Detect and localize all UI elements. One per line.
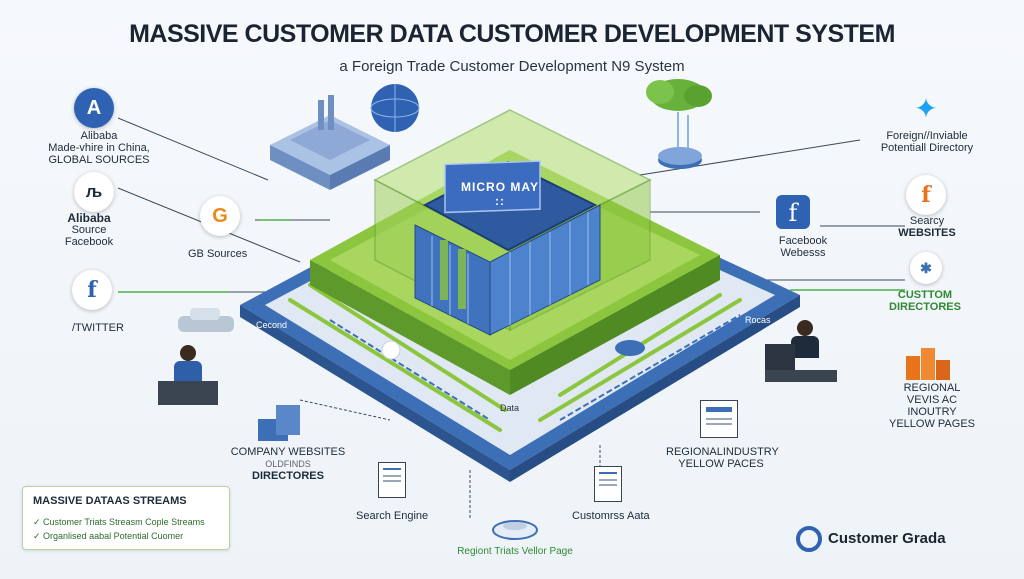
- platform-label-left: Cecond: [256, 320, 288, 330]
- data-label: Data: [500, 403, 520, 413]
- bottom-center-label: Regiont Triats Vellor Page: [457, 546, 573, 557]
- legend-title: MASSIVE DATAAS STREAMS: [33, 495, 187, 507]
- custom-directory-icon: ✱: [910, 252, 942, 284]
- twitter-bird-icon: ✦: [914, 93, 938, 124]
- company-websites-icon: [258, 405, 304, 441]
- search-websites-label: Searcy WEBSITES: [898, 215, 956, 239]
- search-website-icon: f: [906, 175, 946, 215]
- platform-label-right: Rocas: [745, 315, 771, 325]
- regional-industry-label: REGIONALINDUSTRY YELLOW PACES: [666, 446, 779, 470]
- legend-item: ✓ Customer Triats Streasm Cople Streams: [33, 517, 205, 527]
- legend-item: ✓ Organlised aabal Potential Cuomer: [33, 531, 184, 541]
- gb-sources-icon: G: [200, 196, 240, 236]
- customer-grada-logo-icon: [796, 526, 822, 552]
- custom-directories-label: CUSTTOM DIRECTORES: [889, 289, 961, 313]
- regional-building-icon: [906, 348, 950, 380]
- page-title: MASSIVE CUSTOMER DATA CUSTOMER DEVELOPME…: [129, 20, 895, 48]
- twitter-label: /TWITTER: [72, 322, 124, 334]
- facebook-icon: f: [72, 270, 112, 310]
- customer-data-label: Customrss Aata: [572, 510, 650, 522]
- search-engine-doc-icon: [378, 462, 406, 498]
- customer-data-doc-icon: [594, 466, 622, 502]
- person-at-desk-right-icon: [765, 320, 837, 382]
- facebook-square-icon: f: [776, 195, 810, 229]
- brand-name: Customer Grada: [828, 530, 946, 547]
- foreign-directory-label: Foreign//Inviable Potentiall Directory: [880, 130, 974, 154]
- regional-industry-doc-icon: [700, 400, 738, 438]
- alibaba-logo-icon: A: [74, 88, 114, 128]
- alibaba-label-block: Alibaba Made-vhire in China, GLOBAL SOUR…: [48, 130, 150, 166]
- person-at-desk-left-icon: [158, 345, 218, 405]
- chip-label: MICRO MAY ::: [461, 180, 539, 208]
- facebook-webesss-label: Facebook Webesss: [778, 235, 828, 259]
- page-subtitle: a Foreign Trade Customer Development N9 …: [339, 58, 685, 75]
- gb-sources-label: GB Sources: [188, 248, 248, 260]
- alibaba-brand-icon: љ: [74, 172, 114, 212]
- alibaba2-label-block: Alibaba Source Facebook: [64, 211, 114, 248]
- company-websites-label: COMPANY WEBSITES OLDFINDS DIRECTORES: [230, 446, 346, 482]
- search-engine-label: Search Engine: [356, 510, 429, 522]
- legend-box: MASSIVE DATAAS STREAMS ✓ Customer Triats…: [22, 486, 230, 550]
- regional-yellow-pages-label: REGIONAL VEVIS AC INOUTRY YELLOW PAGES: [889, 382, 975, 430]
